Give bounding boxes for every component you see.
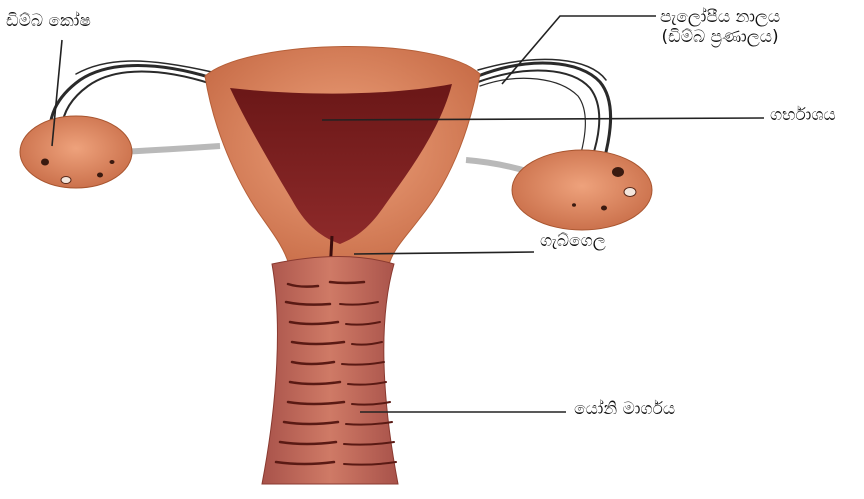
tube-leader-line [502,16,656,84]
fallopian-tube-label: පැලෝපීය නාලය (ඩිම්බ ප්‍රණාලය) [660,8,780,47]
fallopian-tube-label-line1: පැලෝපීය නාලය [660,8,780,28]
left-ovary [20,116,132,188]
vagina-label: යෝනි මාර්ගය [574,400,675,420]
left-ovarian-ligament [120,146,220,152]
ovary-label: ඩිම්බ කෝෂ [6,12,91,32]
right-ovary [512,150,652,230]
vagina-tube [262,257,398,485]
uterus-label: ගර්භාශය [770,106,836,126]
fallopian-tube-label-line2: (ඩිම්බ ප්‍රණාලය) [660,28,780,48]
cervix-label: ගැබ්ගෙල [540,232,606,252]
